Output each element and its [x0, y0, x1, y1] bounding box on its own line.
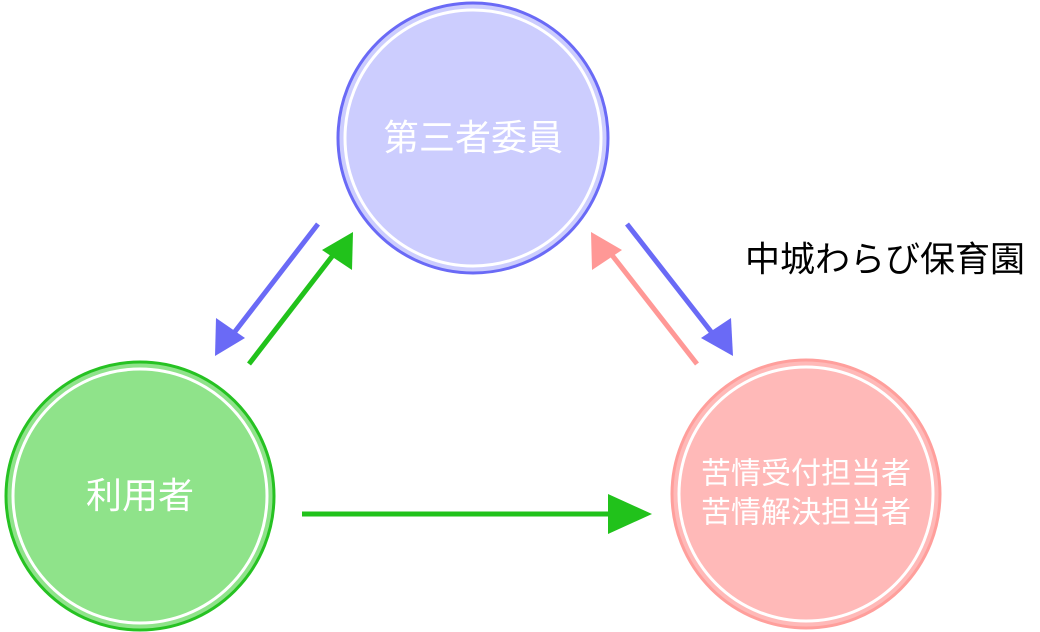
committee-label: 第三者委員: [383, 118, 563, 159]
complaint-staff-circle: [670, 358, 942, 630]
user-label: 利用者: [86, 476, 194, 517]
complaint-staff-label-line2: 苦情解決担当者: [701, 496, 911, 531]
user-inner-ring: [11, 367, 269, 625]
committee-circle: [336, 1, 610, 275]
arrow-committee-to-user: [215, 222, 320, 356]
complaint-staff-label-line1: 苦情受付担当者: [701, 457, 911, 492]
complaint-staff-inner-ring: [677, 365, 935, 623]
user-node: 利用者: [4, 360, 276, 632]
user-circle: [4, 360, 276, 632]
committee-inner-ring: [343, 8, 603, 268]
arrow-staff-to-committee: [591, 232, 699, 366]
complaint-staff-node: 苦情受付担当者 苦情解決担当者: [670, 358, 942, 630]
committee-node: 第三者委員: [336, 1, 610, 275]
arrow-user-to-staff: [302, 494, 652, 534]
arrow-committee-to-staff: [625, 222, 733, 356]
arrow-user-to-committee: [247, 232, 353, 366]
org-name: 中城わらび保育園: [745, 241, 1025, 281]
